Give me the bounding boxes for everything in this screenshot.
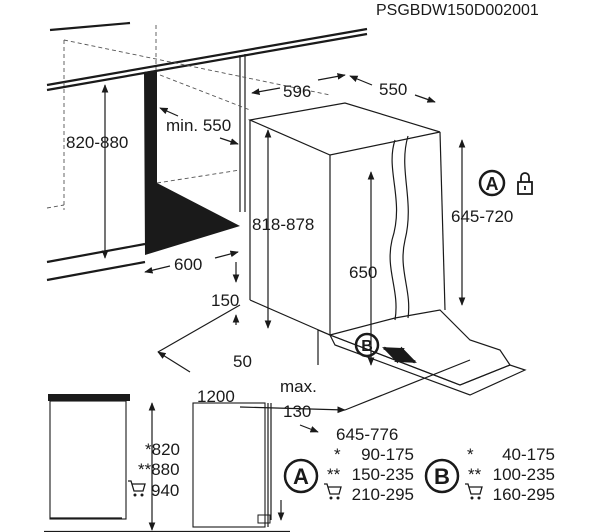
table-a: A * 90-175 ** 150-235 210-295 [283,445,414,504]
dim-niche-depth: min. 550 [166,116,231,135]
dim-max-label: max. [280,377,317,396]
svg-text:A: A [486,174,499,194]
dim-niche-height: 820-880 [66,133,128,152]
dim-depth: 550 [379,80,407,99]
svg-text:B: B [361,338,373,355]
side-height-3: 940 [151,481,179,500]
dimension-lines [101,73,471,433]
dim-niche-width: 600 [174,255,202,274]
table-b-label: B [434,464,450,489]
dim-door-swing: 1200 [197,387,235,406]
table-b: B * 40-175 ** 100-235 160-295 [424,445,555,504]
svg-text:90-175: 90-175 [361,445,414,464]
dim-door-inner: 650 [349,263,377,282]
dishwasher-body [247,102,527,396]
dim-gap: 50 [233,352,252,371]
svg-text:210-295: 210-295 [352,485,414,504]
product-code: PSGBDW150D002001 [376,2,539,19]
svg-text:**: ** [468,465,482,484]
svg-text:40-175: 40-175 [502,445,555,464]
lock-icon [517,172,533,195]
cabinet-niche [46,21,368,282]
svg-text:*: * [334,445,341,464]
side-height-1: *820 [145,440,180,459]
badge-b-top: B [354,332,380,358]
cart-icon [324,483,342,500]
side-view [44,394,290,532]
dim-plinth: 150 [211,291,239,310]
svg-text:100-235: 100-235 [493,465,555,484]
side-height-2: **880 [138,460,180,479]
dim-door-height: 645-720 [451,207,513,226]
svg-text:150-235: 150-235 [352,465,414,484]
dim-appliance-height: 818-878 [252,215,314,234]
badge-a-top: A [478,169,506,197]
dim-max-value: 130 [283,402,311,421]
dim-width: 596 [283,82,311,101]
svg-text:*: * [467,445,474,464]
svg-text:**: ** [327,465,341,484]
cart-icon [465,483,483,500]
table-a-label: A [293,464,309,489]
svg-text:160-295: 160-295 [493,485,555,504]
cart-icon [128,480,146,497]
dim-b-range: 645-776 [336,425,398,444]
